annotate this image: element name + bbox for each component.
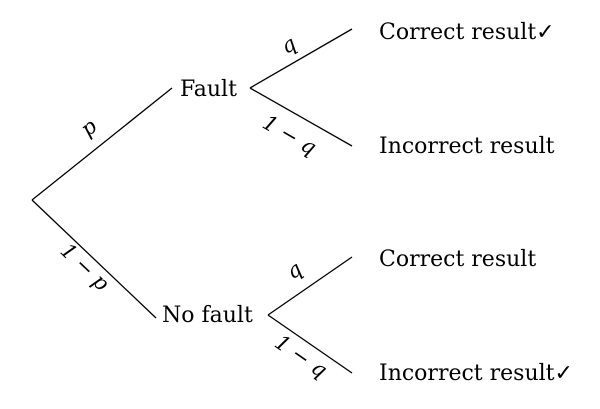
- prob-root-to-fault: p: [76, 114, 102, 141]
- prob-root-to-no-fault: 1 − p: [56, 238, 114, 295]
- edge-fault-to-correct: [249, 28, 353, 89]
- node-no-fault: No fault: [162, 303, 253, 328]
- edge-nofault-to-correct: [267, 256, 353, 316]
- edge-fault-to-incorrect: [249, 87, 353, 147]
- node-fault: Fault: [180, 77, 237, 102]
- prob-fault-to-correct: q: [277, 31, 301, 59]
- node-nofault-incorrect-result: Incorrect result✓: [379, 361, 573, 386]
- prob-fault-to-incorrect: 1 − q: [258, 110, 320, 160]
- node-nofault-correct-result: Correct result: [379, 247, 536, 272]
- prob-nofault-to-correct: q: [282, 257, 307, 284]
- node-fault-incorrect-result: Incorrect result: [379, 134, 555, 159]
- edge-nofault-to-incorrect: [267, 314, 353, 374]
- edge-root-to-no-fault: [31, 199, 157, 319]
- node-fault-correct-result: Correct result✓: [379, 20, 555, 45]
- edge-root-to-fault: [31, 87, 173, 201]
